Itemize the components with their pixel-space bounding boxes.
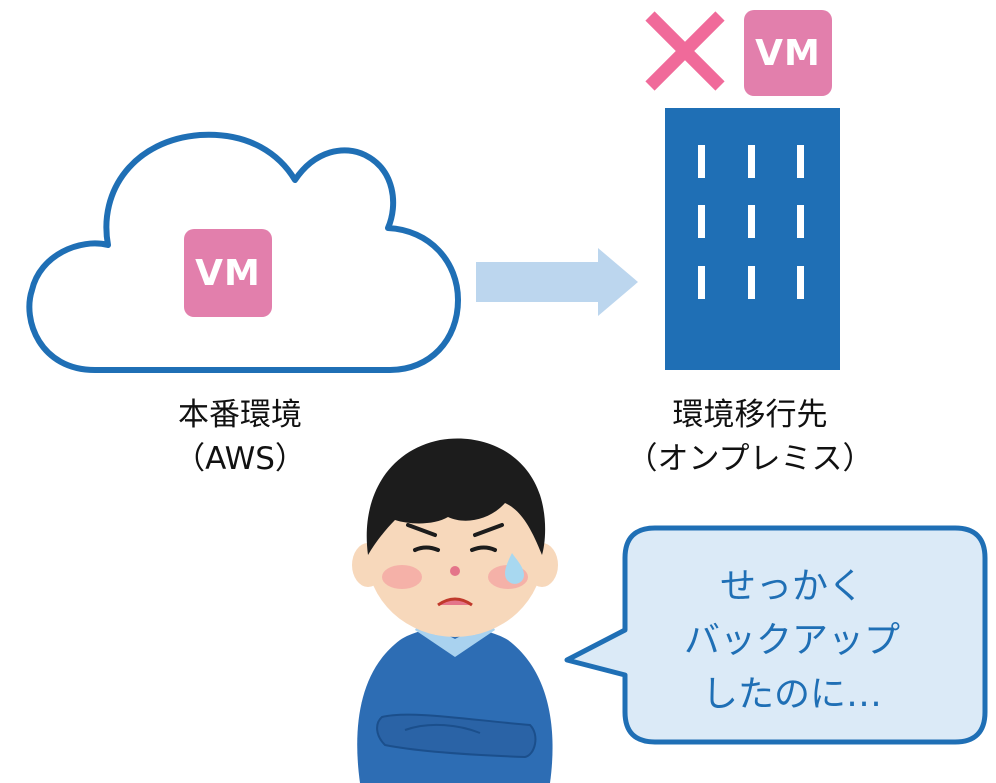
bubble-line1: せっかく bbox=[719, 566, 864, 607]
cloud-caption: 本番環境 （AWS） bbox=[120, 393, 360, 481]
building-caption-line1: 環境移行先 bbox=[672, 397, 828, 433]
speech-bubble bbox=[564, 525, 988, 745]
person-illustration bbox=[352, 438, 558, 783]
building-caption-line2: （オンプレミス） bbox=[626, 441, 874, 477]
bubble-line3: したのに… bbox=[701, 674, 882, 715]
cloud-vm-badge: VM bbox=[184, 229, 272, 317]
x-mark-icon bbox=[645, 11, 725, 91]
cloud-caption-line1: 本番環境 bbox=[178, 397, 302, 433]
arrow-right-icon bbox=[476, 248, 638, 316]
building-caption: 環境移行先 （オンプレミス） bbox=[600, 393, 900, 481]
cloud-caption-line2: （AWS） bbox=[174, 441, 306, 477]
bubble-text: せっかく バックアップ したのに… bbox=[612, 560, 972, 722]
building-vm-badge: VM bbox=[744, 10, 832, 96]
building-icon bbox=[665, 108, 840, 370]
bubble-line2: バックアップ bbox=[683, 620, 900, 661]
